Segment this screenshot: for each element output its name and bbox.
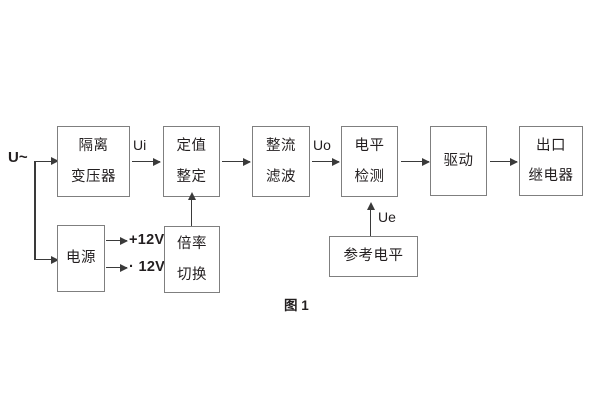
block-setting-value-line1: 定值 — [176, 138, 207, 154]
block-level-detection-line2: 检测 — [354, 168, 385, 185]
figure-caption: 图 1 — [284, 298, 309, 313]
rail-label-positive: +12V — [129, 232, 165, 248]
signal-label-uo: Uo — [313, 137, 331, 153]
block-multiplier-switch[interactable]: 倍率 切换 — [164, 226, 220, 293]
rail-label-negative: · 12V — [129, 259, 166, 275]
arrow-input-to-power-supply — [34, 255, 59, 264]
arrow-multiplier-switch-to-setting-value — [187, 192, 196, 226]
block-multiplier-switch-line1: 倍率 — [177, 236, 207, 252]
block-power-supply[interactable]: 电源 — [57, 225, 105, 292]
block-multiplier-switch-line2: 切换 — [177, 266, 207, 283]
arrow-driver-to-output-relay — [490, 157, 518, 166]
block-driver-line1: 驱动 — [443, 152, 474, 169]
block-rectifier-filter-line2: 滤波 — [266, 168, 296, 185]
arrow-setting-value-to-rectifier-filter — [222, 157, 251, 166]
arrow-input-to-isolation-transformer — [34, 157, 59, 165]
arrow-level-detection-to-driver — [401, 157, 430, 166]
block-isolation-transformer-line2: 变压器 — [71, 168, 116, 185]
block-rectifier-filter[interactable]: 整流 滤波 — [252, 126, 310, 197]
arrow-reference-level-to-level-detection — [366, 202, 375, 236]
input-bus-drop — [34, 160, 36, 260]
arrow-rectifier-filter-to-level-detection — [312, 157, 340, 166]
signal-label-ui: Ui — [133, 137, 147, 153]
block-reference-level-line1: 参考电平 — [343, 248, 404, 265]
block-output-relay-line2: 继电器 — [528, 168, 574, 184]
block-setting-value-line2: 整定 — [176, 168, 207, 185]
block-setting-value[interactable]: 定值 整定 — [163, 126, 220, 197]
block-isolation-transformer[interactable]: 隔离 变压器 — [57, 126, 130, 197]
block-level-detection-line1: 电平 — [354, 138, 385, 154]
block-output-relay[interactable]: 出口 继电器 — [519, 126, 583, 196]
block-output-relay-line1: 出口 — [536, 137, 566, 154]
arrow-rail-positive — [106, 236, 128, 245]
block-level-detection[interactable]: 电平 检测 — [341, 126, 398, 197]
block-driver[interactable]: 驱动 — [430, 126, 487, 196]
arrow-rail-negative — [106, 263, 128, 272]
block-power-supply-line1: 电源 — [66, 250, 96, 267]
signal-label-ue: Ue — [378, 209, 396, 225]
arrow-isolation-transformer-to-setting-value — [132, 157, 161, 166]
block-rectifier-filter-line1: 整流 — [266, 138, 296, 154]
block-isolation-transformer-line1: 隔离 — [78, 138, 109, 154]
block-reference-level[interactable]: 参考电平 — [329, 236, 418, 277]
input-source-label: U~ — [8, 149, 28, 166]
